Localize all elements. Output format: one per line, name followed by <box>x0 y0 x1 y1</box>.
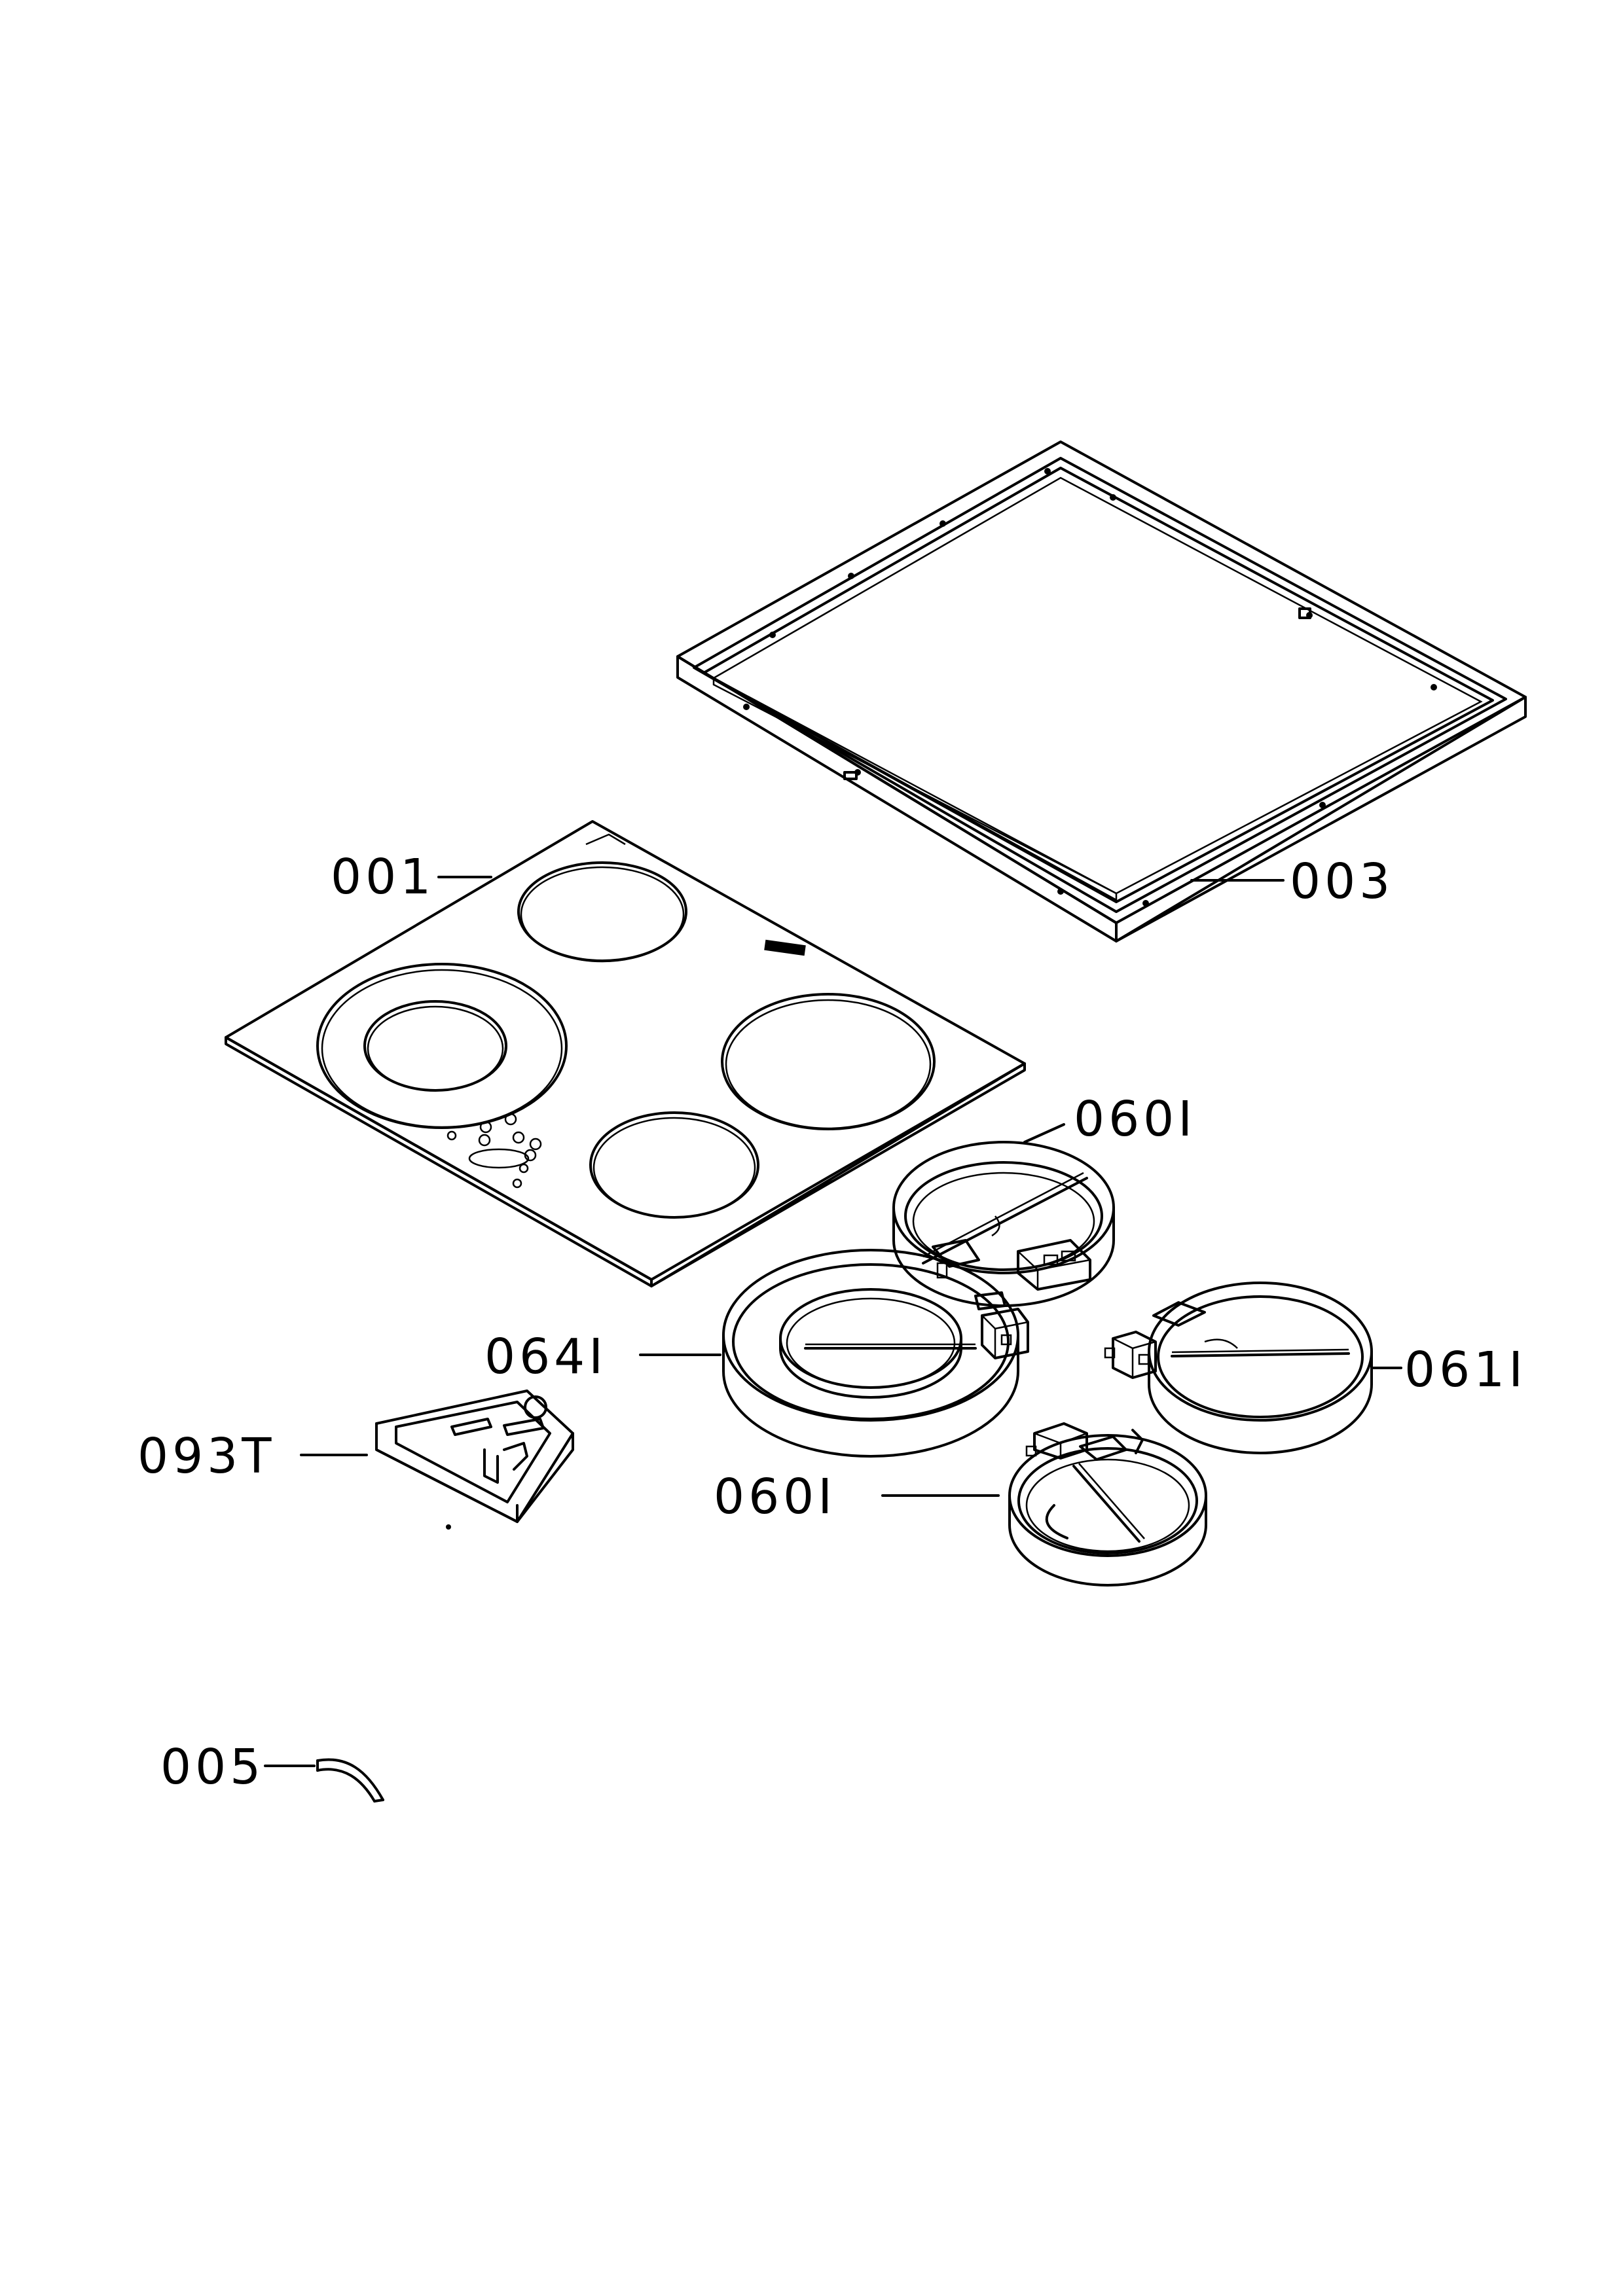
label-064: 064I <box>484 1329 607 1385</box>
hob-top-drawing <box>225 820 1026 1287</box>
label-003: 003 <box>1290 853 1394 910</box>
heater-060-top-drawing <box>892 1141 1115 1307</box>
label-001: 001 <box>331 849 435 905</box>
leader-060-top <box>1023 1123 1065 1143</box>
label-061: 061I <box>1404 1342 1527 1398</box>
label-060-top: 060I <box>1074 1091 1196 1147</box>
clip-005-drawing <box>316 1758 384 1803</box>
label-060-bottom: 060I <box>714 1469 836 1525</box>
frame-drawing <box>676 440 1527 942</box>
label-093: 093T <box>137 1428 275 1484</box>
heater-064-drawing <box>722 1249 1029 1458</box>
label-005: 005 <box>160 1739 264 1795</box>
heater-060-bottom-drawing <box>1008 1422 1207 1587</box>
bracket-093-drawing <box>375 1390 574 1530</box>
heater-061-drawing <box>1104 1282 1373 1454</box>
